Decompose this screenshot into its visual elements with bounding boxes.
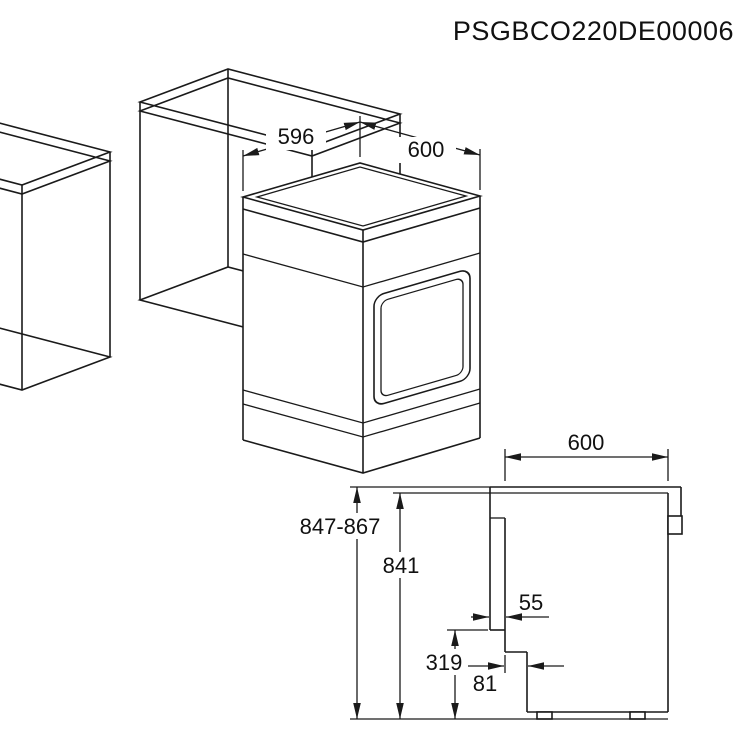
rear-foot: [629, 711, 646, 720]
dim-label-height-overall: 847-867: [300, 514, 381, 539]
cooker-side-profile: [489, 486, 683, 720]
oven-door-window: [373, 270, 471, 405]
cooker-body: [243, 163, 480, 473]
dim-label-top-width: 600: [408, 137, 445, 162]
side-dimensions: 600 847-867 841 55 319: [294, 429, 669, 720]
dim-label-handle-protrusion: 55: [519, 590, 543, 615]
product-code: PSGBCO220DE00006: [453, 16, 734, 46]
cooker-isometric: [240, 162, 483, 474]
dim-label-handle-bottom-height: 319: [426, 650, 463, 675]
dim-label-side-depth: 600: [568, 430, 605, 455]
dim-label-plinth-recess: 81: [473, 671, 497, 696]
dim-label-height-body: 841: [383, 553, 420, 578]
left-cabinet-wireframe: [0, 122, 113, 391]
iso-dimensions: 596 600: [242, 116, 481, 191]
rear-spacer: [667, 515, 683, 535]
front-foot: [536, 711, 553, 720]
dim-label-top-depth: 596: [278, 124, 315, 149]
